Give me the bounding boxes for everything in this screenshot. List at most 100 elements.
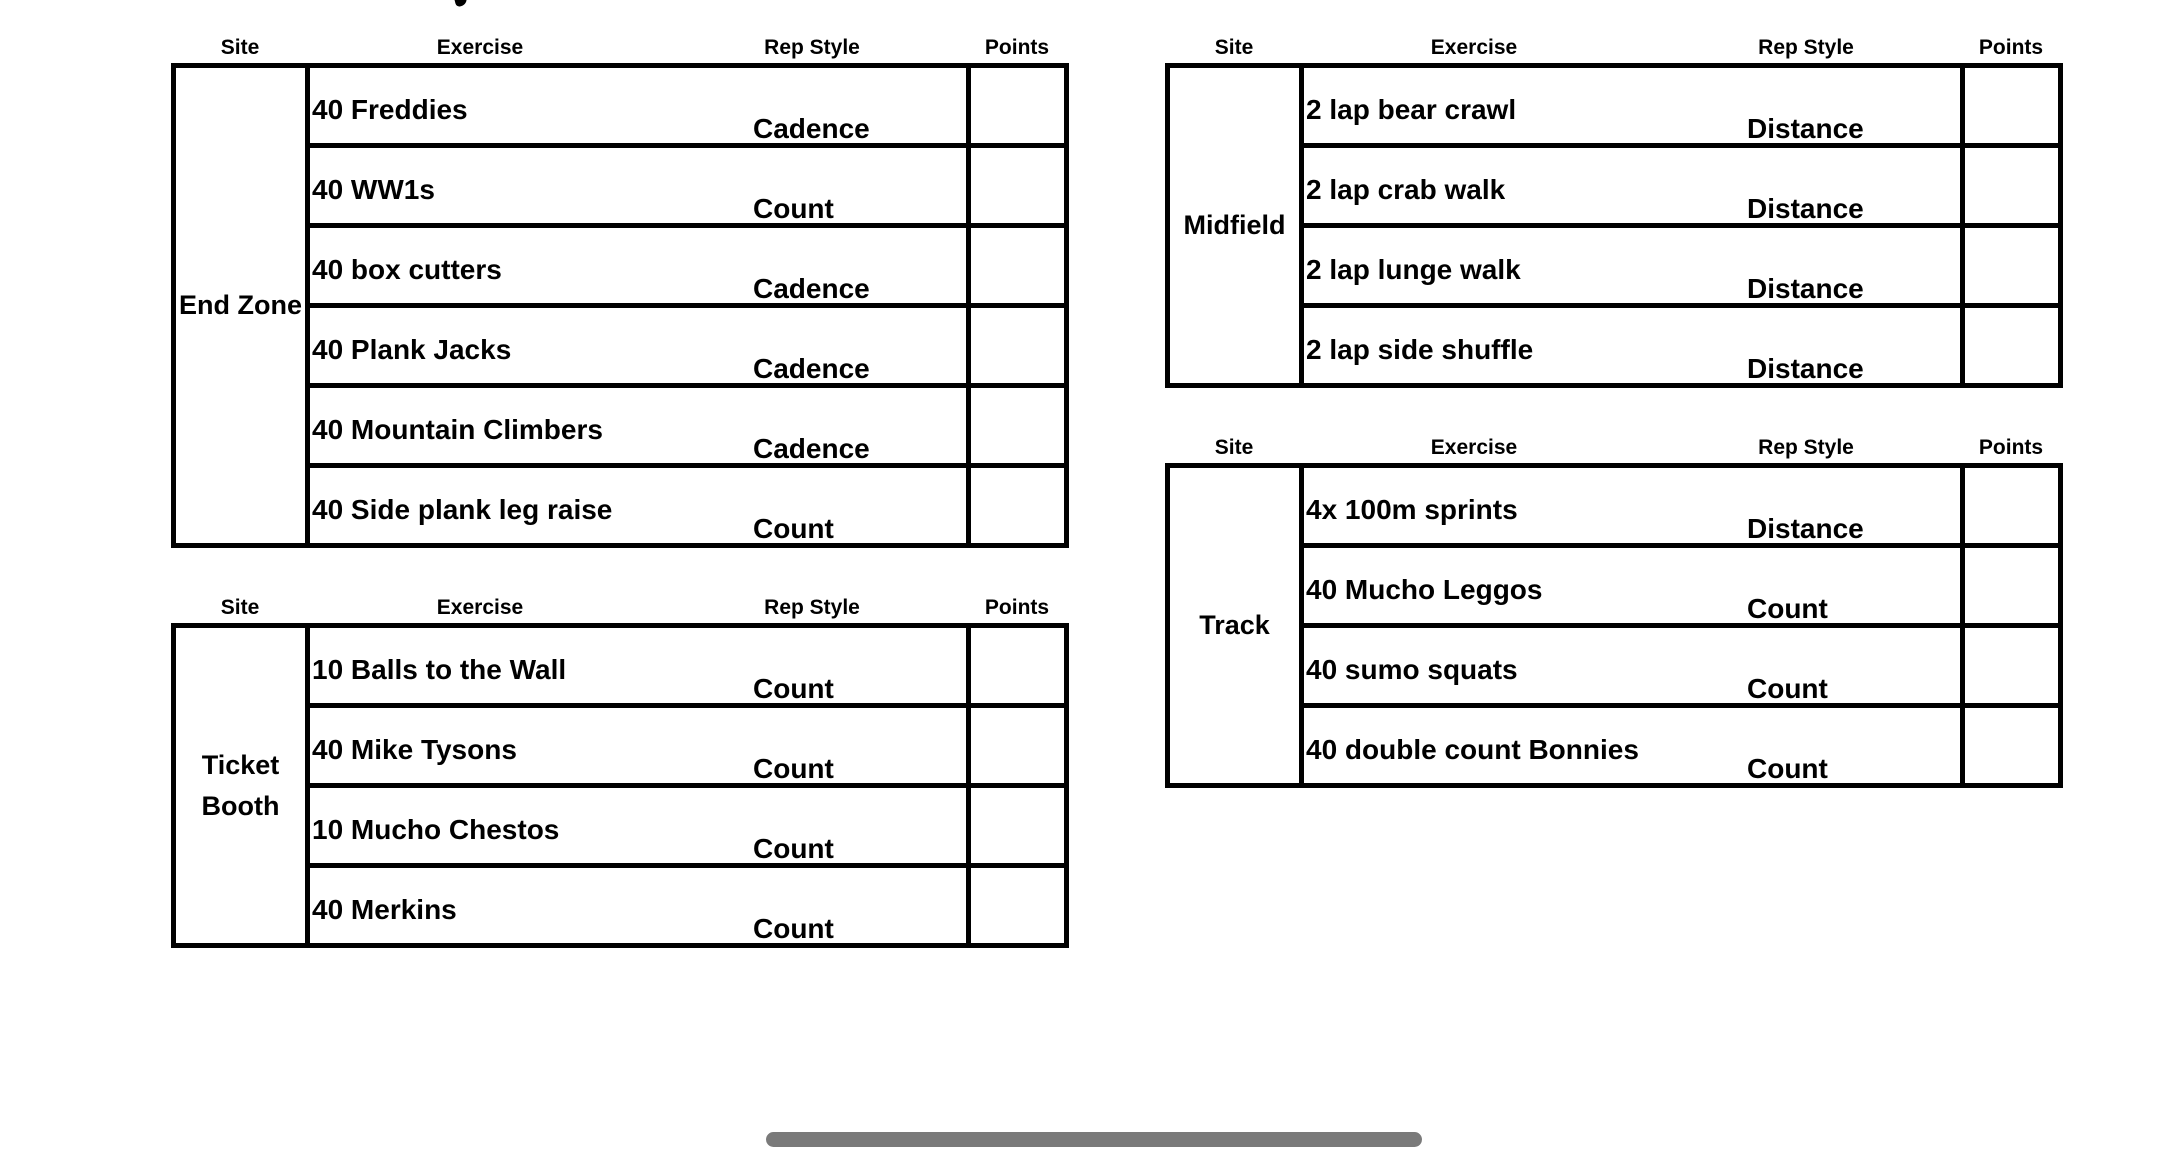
exercise-label: 40 sumo squats	[1306, 654, 1518, 685]
column-header-exercise: Exercise	[436, 596, 524, 619]
table-rows: 10 Balls to the Wall Count 40 Mike Tyson…	[310, 628, 1064, 943]
table-rows: 40 Freddies Cadence 40 WW1s Count 40 box…	[310, 68, 1064, 543]
table-rows: 2 lap bear crawl Distance 2 lap crab wal…	[1304, 68, 2058, 383]
rep-style-label: Count	[1747, 673, 1828, 704]
site-cell: End Zone	[176, 68, 310, 543]
exercise-label: 40 Side plank leg raise	[312, 494, 613, 525]
table-grid: End Zone 40 Freddies Cadence 40 WW1s Cou…	[171, 63, 1069, 548]
points-cell[interactable]	[966, 628, 1064, 703]
points-cell[interactable]	[1960, 708, 2058, 783]
rep-style-label: Distance	[1747, 353, 1864, 384]
rep-style-label: Distance	[1747, 113, 1864, 144]
site-cell: Ticket Booth	[176, 628, 310, 943]
rep-style-label: Cadence	[753, 433, 870, 464]
rep-style-label: Count	[753, 913, 834, 944]
rep-style-label: Count	[753, 673, 834, 704]
table-grid: Midfield 2 lap bear crawl Distance 2 lap…	[1165, 63, 2063, 388]
points-cell[interactable]	[1960, 308, 2058, 383]
exercise-label: 2 lap side shuffle	[1306, 334, 1534, 365]
column-header-exercise: Exercise	[436, 36, 524, 59]
column-header-points: Points	[984, 36, 1050, 59]
column-header-site: Site	[220, 596, 260, 619]
column-header-site: Site	[1214, 36, 1254, 59]
exercise-label: 40 double count Bonnies	[1306, 734, 1639, 765]
exercise-label: 40 Merkins	[312, 894, 457, 925]
site-cell: Midfield	[1170, 68, 1304, 383]
table-grid: Ticket Booth 10 Balls to the Wall Count …	[171, 623, 1069, 948]
exercise-label: 40 Mucho Leggos	[1306, 574, 1543, 605]
table-row: 2 lap side shuffle Distance	[1304, 308, 2058, 383]
table-row: 10 Balls to the Wall Count	[310, 628, 1064, 708]
column-header-points: Points	[1978, 36, 2044, 59]
column-header-site: Site	[1214, 436, 1254, 459]
table-row: 40 sumo squats Count	[1304, 628, 2058, 708]
table-grid: Track 4x 100m sprints Distance 40 Mucho …	[1165, 463, 2063, 788]
exercise-label: 40 Mike Tysons	[312, 734, 517, 765]
rep-style-label: Cadence	[753, 353, 870, 384]
exercise-label: 40 box cutters	[312, 254, 502, 285]
workout-table-midfield: Site Exercise Rep Style Points Midfield …	[1165, 36, 2063, 388]
exercise-label: 40 Freddies	[312, 94, 468, 125]
column-header-rep-style: Rep Style	[764, 596, 860, 619]
table-row: 40 WW1s Count	[310, 148, 1064, 228]
table-row: 40 double count Bonnies Count	[1304, 708, 2058, 783]
table-row: 40 box cutters Cadence	[310, 228, 1064, 308]
points-cell[interactable]	[966, 308, 1064, 383]
points-cell[interactable]	[966, 868, 1064, 943]
points-cell[interactable]	[966, 148, 1064, 223]
workout-table-end-zone: Site Exercise Rep Style Points End Zone …	[171, 36, 1069, 548]
rep-style-label: Count	[1747, 753, 1828, 784]
table-row: 2 lap crab walk Distance	[1304, 148, 2058, 228]
points-cell[interactable]	[1960, 628, 2058, 703]
table-row: 40 Mucho Leggos Count	[1304, 548, 2058, 628]
rep-style-label: Count	[753, 833, 834, 864]
table-row: 40 Plank Jacks Cadence	[310, 308, 1064, 388]
exercise-label: 40 Plank Jacks	[312, 334, 512, 365]
exercise-label: 40 Mountain Climbers	[312, 414, 603, 445]
rep-style-label: Distance	[1747, 193, 1864, 224]
points-cell[interactable]	[966, 708, 1064, 783]
points-cell[interactable]	[1960, 68, 2058, 143]
column-header-points: Points	[984, 596, 1050, 619]
column-header-rep-style: Rep Style	[764, 36, 860, 59]
table-row: 40 Merkins Count	[310, 868, 1064, 943]
points-cell[interactable]	[1960, 228, 2058, 303]
points-cell[interactable]	[1960, 548, 2058, 623]
table-row: 2 lap lunge walk Distance	[1304, 228, 2058, 308]
exercise-label: 40 WW1s	[312, 174, 435, 205]
column-header-rep-style: Rep Style	[1758, 36, 1854, 59]
table-rows: 4x 100m sprints Distance 40 Mucho Leggos…	[1304, 468, 2058, 783]
workout-table-track: Site Exercise Rep Style Points Track 4x …	[1165, 436, 2063, 788]
workout-table-ticket-booth: Site Exercise Rep Style Points Ticket Bo…	[171, 596, 1069, 948]
rep-style-label: Count	[753, 513, 834, 544]
column-header-exercise: Exercise	[1430, 36, 1518, 59]
column-header-site: Site	[220, 36, 260, 59]
rep-style-label: Distance	[1747, 273, 1864, 304]
points-cell[interactable]	[966, 388, 1064, 463]
table-row: 40 Freddies Cadence	[310, 68, 1064, 148]
column-header-exercise: Exercise	[1430, 436, 1518, 459]
points-cell[interactable]	[1960, 148, 2058, 223]
points-cell[interactable]	[1960, 468, 2058, 543]
table-row: 40 Mountain Climbers Cadence	[310, 388, 1064, 468]
points-cell[interactable]	[966, 788, 1064, 863]
cropped-text-artifact	[453, 0, 469, 8]
points-cell[interactable]	[966, 468, 1064, 543]
table-row: 10 Mucho Chestos Count	[310, 788, 1064, 868]
rep-style-label: Distance	[1747, 513, 1864, 544]
table-row: 2 lap bear crawl Distance	[1304, 68, 2058, 148]
exercise-label: 2 lap bear crawl	[1306, 94, 1517, 125]
column-header-rep-style: Rep Style	[1758, 436, 1854, 459]
column-header-points: Points	[1978, 436, 2044, 459]
table-row: 4x 100m sprints Distance	[1304, 468, 2058, 548]
rep-style-label: Count	[753, 753, 834, 784]
table-row: 40 Side plank leg raise Count	[310, 468, 1064, 543]
horizontal-scrollbar-thumb[interactable]	[766, 1132, 1422, 1147]
rep-style-label: Count	[1747, 593, 1828, 624]
exercise-label: 2 lap crab walk	[1306, 174, 1506, 205]
site-cell: Track	[1170, 468, 1304, 783]
table-row: 40 Mike Tysons Count	[310, 708, 1064, 788]
points-cell[interactable]	[966, 68, 1064, 143]
points-cell[interactable]	[966, 228, 1064, 303]
